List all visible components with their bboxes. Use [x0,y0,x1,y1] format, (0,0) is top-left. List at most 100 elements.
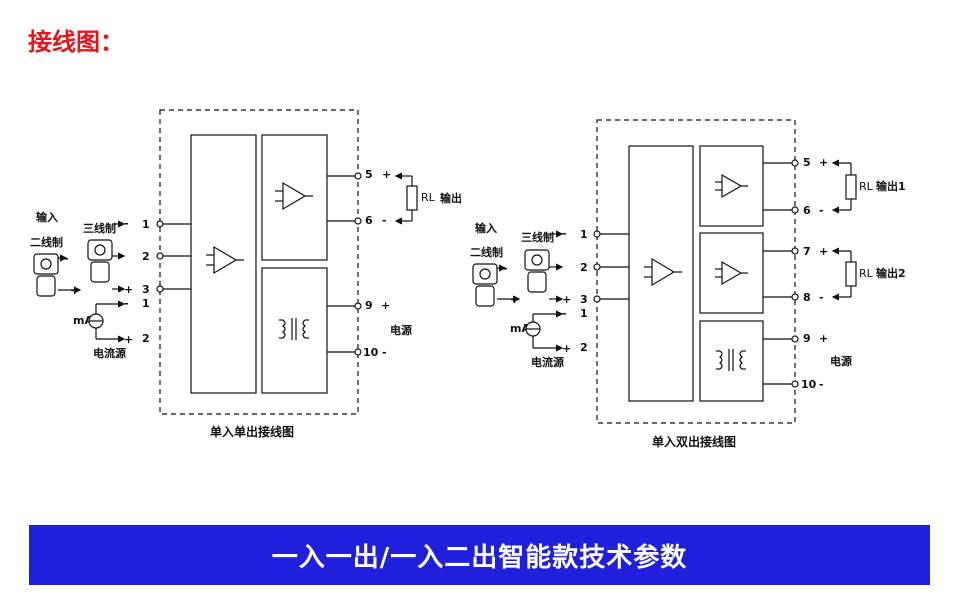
amplifier-icon [275,181,313,211]
terminal-label: 1 [142,297,150,310]
terminal-1 [156,220,164,228]
banner-title: 一入一出/一入二出智能款技术参数 [271,542,688,573]
sign-label: - [562,227,567,240]
sign-label: - [503,262,508,275]
terminal-6 [354,217,362,225]
output1-label: 输出1 [876,179,906,193]
sign-label: + [382,168,391,181]
two-wire-label: 二线制 [470,245,503,259]
current-source-label: 电流源 [531,355,564,369]
power-label: 电源 [830,354,852,368]
three-wire-label: 三线制 [521,230,554,244]
terminal-label: 5 [803,156,811,169]
wiring-diagrams: 1 2 3 1 2 5 + 6 - 9 + 10 - RL 输出 电源 输入 二… [30,109,906,449]
section-banner: 一入一出/一入二出智能款技术参数 [29,525,930,585]
ma-label: mA [73,314,93,327]
terminal-label: 1 [580,307,588,320]
diagram-single-output: 1 2 3 1 2 5 + 6 - 9 + 10 - RL 输出 电源 输入 二… [30,109,462,439]
sign-label: + [819,332,828,345]
sign-label: - [819,204,824,217]
amplifier-icon [715,260,748,286]
sign-label: + [381,299,390,312]
output2-amplifier-block [699,232,764,314]
terminal-label: 3 [142,283,150,296]
terminal-2 [593,263,601,271]
terminal-label: 1 [580,228,588,241]
terminal-1 [593,230,601,238]
output-label: 输出 [440,191,462,205]
sign-label: + [124,283,133,296]
module-outline [596,119,796,424]
rl-label: RL [859,180,874,193]
transmitter-icon [87,239,113,283]
terminal-label: 9 [803,332,811,345]
sign-label: + [124,333,133,346]
terminal-label: 7 [803,245,811,258]
amplifier-icon [644,257,682,287]
terminal-2 [156,252,164,260]
terminal-6 [791,206,799,214]
output-amplifier-block [261,134,328,261]
terminal-label: 3 [580,293,588,306]
terminal-label: 2 [580,341,588,354]
terminal-label: 5 [365,168,373,181]
load-resistor-1 [845,174,857,200]
input-block [628,145,694,402]
current-source-label: 电流源 [93,346,126,360]
terminal-label: 6 [803,204,811,217]
terminal-5 [354,172,362,180]
sign-label: + [510,293,519,306]
sign-label: - [64,252,69,265]
input-label: 输入 [36,210,58,224]
terminal-label: 6 [365,214,373,227]
sign-label: - [382,346,387,359]
terminal-label: 2 [142,250,150,263]
sign-label: - [819,291,824,304]
power-label: 电源 [390,323,412,337]
terminal-5 [791,159,799,167]
rl-label: RL [859,267,874,280]
load-resistor [406,185,418,211]
terminal-label: 8 [803,291,811,304]
amplifier-icon [206,245,244,275]
output2-label: 输出2 [876,266,906,280]
terminal-3 [156,285,164,293]
load-resistor-2 [845,261,857,287]
sign-label: - [562,307,567,320]
transmitter-icon [472,263,498,307]
isolation-transformer-block [261,267,328,394]
diagram-dual-output: 1 2 3 1 2 5 + 6 - 7 + 8 - 9 + 10 - [470,119,906,449]
terminal-8 [791,293,799,301]
terminal-9 [791,335,799,343]
module-outline [159,109,359,415]
transformer-icon [279,318,309,340]
sign-label: - [819,378,824,391]
transmitter-icon [524,249,550,293]
sign-label: + [819,245,828,258]
rl-label: RL [421,191,436,204]
sign-label: - [382,214,387,227]
diagram-caption: 单入单出接线图 [210,424,294,439]
terminal-3 [593,295,601,303]
terminal-10 [354,348,362,356]
sign-label: + [562,342,571,355]
three-wire-label: 三线制 [83,221,116,235]
terminal-label: 2 [580,261,588,274]
terminal-label: 1 [142,218,150,231]
sign-label: - [124,297,129,310]
output1-amplifier-block [699,145,764,227]
isolation-transformer-block [699,320,764,402]
terminal-7 [791,247,799,255]
terminal-label: 2 [142,332,150,345]
transmitter-icon [33,253,59,297]
sign-label: + [819,156,828,169]
transformer-icon [716,349,746,371]
terminal-label: 10 [363,346,379,359]
terminal-9 [354,302,362,310]
sign-label: - [124,217,129,230]
terminal-label: 9 [365,299,373,312]
sign-label: + [70,284,79,297]
page-heading: 接线图： [28,28,124,56]
two-wire-label: 二线制 [30,235,63,249]
terminal-10 [791,380,799,388]
